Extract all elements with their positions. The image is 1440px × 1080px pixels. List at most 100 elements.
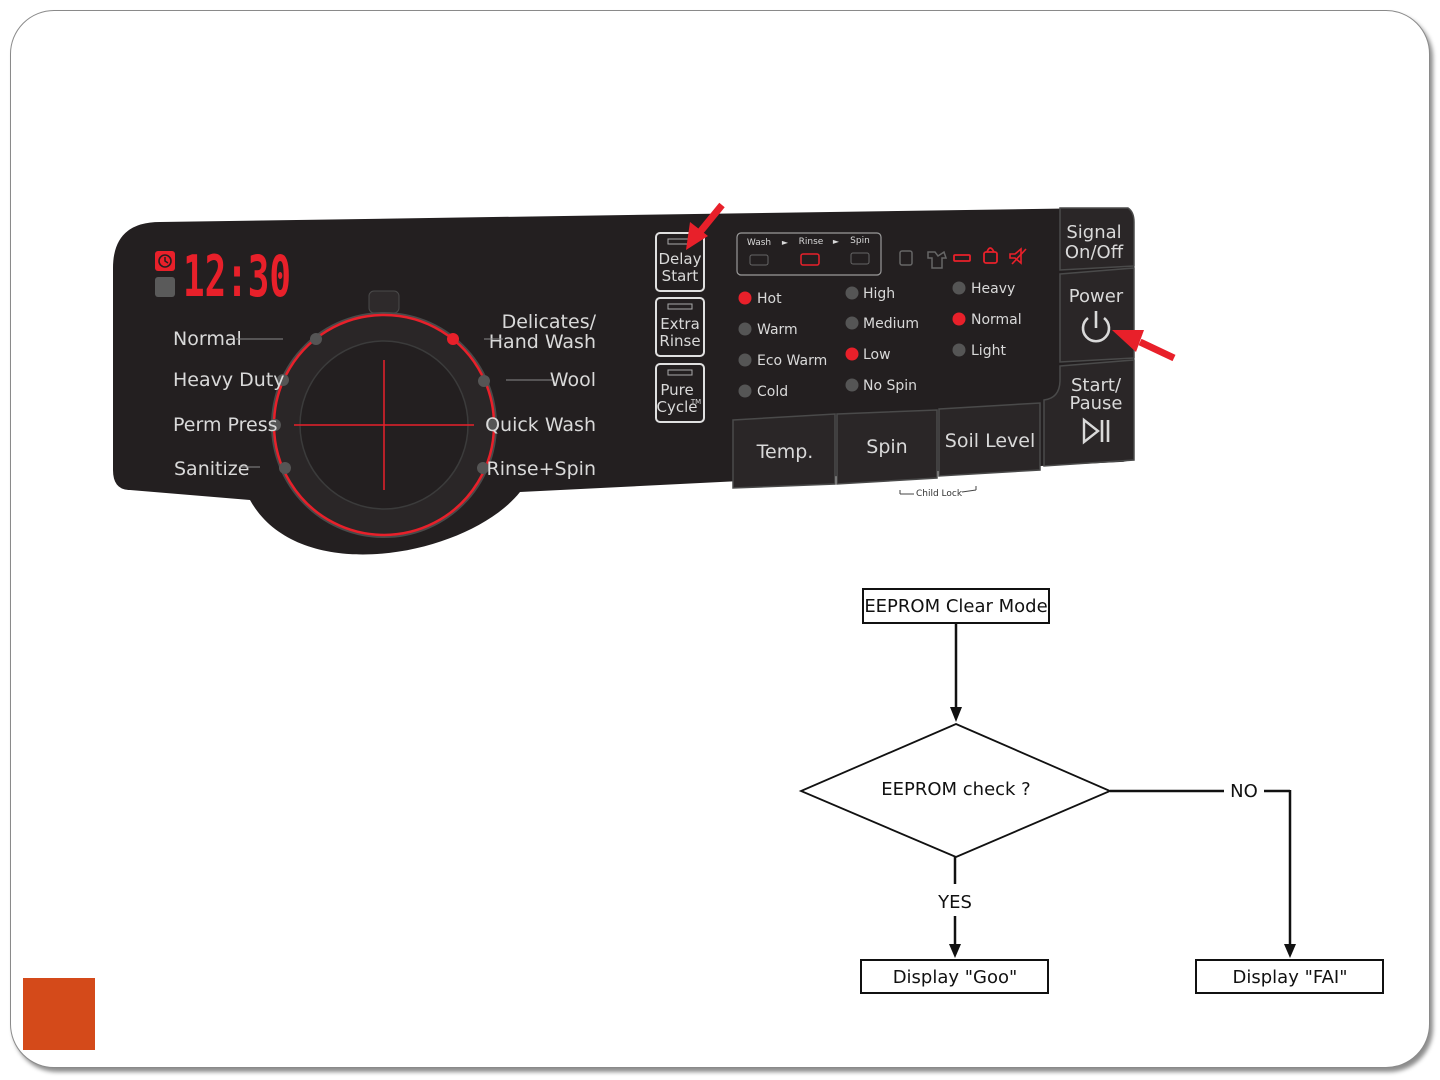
temp-cold: Cold [757, 384, 788, 400]
dial-dot-sanitize [279, 462, 291, 474]
spin-high-indicator [845, 286, 859, 300]
sound-off-icon [1009, 247, 1022, 265]
soil-light: Light [971, 343, 1006, 359]
power-label: Power [1069, 286, 1124, 307]
stage-arrow-2-icon: ► [833, 237, 840, 246]
cycle-perm-press[interactable]: Perm Press [173, 414, 278, 436]
stage-spin: Spin [850, 236, 870, 246]
signal-button[interactable]: Signal On/Off [1059, 207, 1135, 271]
dial-dot-wool [478, 375, 490, 387]
spin-button[interactable]: Spin [836, 409, 938, 485]
dial-dot-perm-press [269, 419, 281, 431]
washer-control-panel: 12:30 Normal Heavy Duty Perm Press [113, 202, 1176, 555]
rinse-stage-icon [800, 253, 820, 266]
dial-dot-heavy-duty [277, 374, 289, 386]
start-pause-button[interactable]: Start/ Pause [1043, 359, 1135, 467]
dial-dot-delicates [447, 333, 459, 345]
soil-level-button[interactable]: Soil Level [938, 402, 1041, 477]
spin-button-label: Spin [866, 436, 907, 458]
child-lock-caption: Child Lock [899, 486, 977, 499]
soil-normal: Normal [971, 312, 1022, 328]
eeprom-flowchart: EEPROM Clear Mode EEPROM check ? YES NO … [798, 588, 1384, 994]
cycle-heavy-duty[interactable]: Heavy Duty [173, 369, 285, 391]
yes-result-label: Display "Goo" [893, 967, 1018, 988]
power-icon [1081, 311, 1111, 343]
spin-no-spin: No Spin [863, 378, 917, 394]
temp-button[interactable]: Temp. [732, 413, 836, 489]
no-result-box [1195, 959, 1384, 994]
temp-eco-warm-indicator [738, 353, 752, 367]
power-button[interactable]: Power [1059, 267, 1135, 363]
stage-rinse: Rinse [799, 237, 824, 247]
pure-cycle-tm: TM [690, 398, 701, 406]
soil-heavy: Heavy [971, 281, 1015, 297]
spin-low-indicator [845, 347, 859, 361]
cycle-normal[interactable]: Normal [173, 328, 242, 350]
temp-warm: Warm [757, 322, 798, 338]
temp-button-label: Temp. [756, 441, 814, 463]
delay-start-button[interactable]: Delay Start [655, 232, 705, 292]
arrow-to-power-icon [1112, 330, 1176, 362]
temp-cold-indicator [738, 384, 752, 398]
dial-dot-quick-wash [487, 419, 499, 431]
pure-cycle-label-2: Cycle [657, 398, 698, 416]
cycle-delicates-line1[interactable]: Delicates/ [502, 311, 597, 333]
display-time: 12:30 [183, 244, 291, 310]
signal-label-2: On/Off [1065, 242, 1124, 263]
arrow-to-delay-start-icon [686, 202, 725, 250]
stage-wash: Wash [747, 238, 771, 248]
slide-frame [10, 10, 1430, 1068]
start-pause-label-1: Start/ [1071, 375, 1122, 396]
delay-start-label-2: Start [662, 267, 699, 285]
dial-dot-normal [310, 333, 322, 345]
signal-label-1: Signal [1066, 222, 1121, 243]
child-lock-label: Child Lock [916, 489, 963, 499]
dial-dot-rinse-spin [477, 462, 489, 474]
spin-medium-indicator [845, 316, 859, 330]
cycle-sanitize[interactable]: Sanitize [174, 458, 249, 480]
cycle-status-indicator: Wash ► Rinse ► Spin [736, 232, 882, 276]
door-lock-icon [899, 250, 913, 266]
spin-stage-icon [850, 252, 870, 265]
hourglass-icon [155, 277, 175, 297]
delay-start-label-1: Delay [658, 250, 701, 268]
cycle-selector-dial[interactable] [269, 290, 499, 538]
pure-cycle-label-1: Pure [660, 381, 693, 399]
key-icon [953, 254, 971, 262]
stage-arrow-1-icon: ► [782, 238, 789, 247]
temp-warm-indicator [738, 322, 752, 336]
pure-cycle-button[interactable]: Pure Cycle TM [655, 363, 705, 423]
temp-eco-warm: Eco Warm [757, 353, 827, 369]
soil-level-button-label: Soil Level [945, 430, 1035, 452]
extra-rinse-button[interactable]: Extra Rinse [655, 297, 705, 357]
child-lock-icon [983, 251, 998, 264]
start-box-label: EEPROM Clear Mode [864, 596, 1047, 617]
decision-label: EEPROM check ? [881, 779, 1031, 800]
extra-rinse-label-2: Rinse [659, 332, 700, 350]
temp-hot-indicator [738, 291, 752, 305]
play-pause-icon [1082, 417, 1110, 445]
temp-hot: Hot [757, 291, 782, 307]
spin-low: Low [863, 347, 891, 363]
soil-light-indicator [952, 343, 966, 357]
spin-medium: Medium [863, 316, 919, 332]
time-display: 12:30 [155, 244, 291, 310]
status-icons [899, 247, 1027, 269]
yes-result-box [860, 959, 1049, 994]
cycle-wool[interactable]: Wool [550, 369, 596, 391]
yes-label: YES [937, 892, 972, 913]
cycle-quick-wash[interactable]: Quick Wash [485, 414, 596, 436]
cycle-rinse-spin[interactable]: Rinse+Spin [487, 458, 596, 480]
soil-normal-indicator [952, 312, 966, 326]
shirt-icon [927, 250, 948, 269]
start-box [862, 588, 1050, 624]
start-pause-label-2: Pause [1070, 393, 1123, 414]
spin-no-spin-indicator [845, 378, 859, 392]
corner-accent-block [23, 978, 95, 1050]
extra-rinse-label-1: Extra [660, 315, 700, 333]
cycle-delicates-line2[interactable]: Hand Wash [489, 331, 596, 353]
no-result-label: Display "FAI" [1233, 967, 1348, 988]
spin-high: High [863, 286, 895, 302]
wash-stage-icon [749, 254, 769, 266]
